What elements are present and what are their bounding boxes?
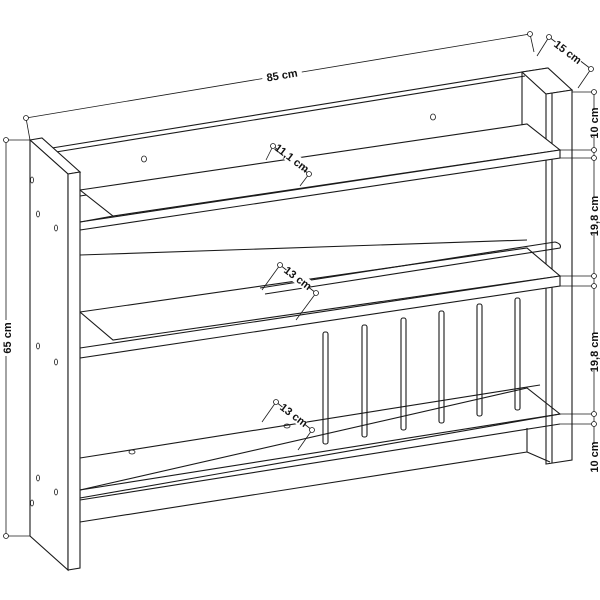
top-section-label: 10 cm bbox=[589, 107, 600, 138]
height-label: 65 cm bbox=[2, 322, 14, 353]
dimension-chain-right: 10 cm 19,8 cm 19,8 cm 10 cm bbox=[560, 89, 600, 473]
dowel-rods bbox=[322, 297, 521, 445]
screw-hole bbox=[128, 449, 136, 455]
dimension-height: 65 cm bbox=[0, 137, 30, 539]
bottom-shelf bbox=[79, 384, 562, 523]
width-label: 85 cm bbox=[266, 67, 299, 84]
screw-hole bbox=[36, 210, 40, 218]
screw-hole bbox=[30, 499, 34, 507]
dowel-rod bbox=[438, 310, 445, 424]
mounting-hole-right bbox=[430, 113, 436, 121]
mounting-hole-left bbox=[141, 155, 147, 163]
bottom-section-label: 10 cm bbox=[589, 441, 600, 472]
depth-label: 15 cm bbox=[551, 39, 583, 67]
dowel-rod bbox=[322, 331, 329, 445]
dowel-rod bbox=[361, 324, 368, 438]
screw-hole bbox=[54, 358, 58, 366]
dowel-rod bbox=[514, 297, 521, 411]
upper-gap-label: 19,8 cm bbox=[589, 196, 600, 237]
left-side-panel bbox=[28, 137, 82, 572]
screw-hole bbox=[54, 488, 58, 496]
dowel-rod bbox=[400, 317, 407, 431]
dimension-width: 85 cm bbox=[23, 31, 535, 141]
lower-gap-label: 19,8 cm bbox=[589, 332, 600, 373]
top-shelf bbox=[78, 123, 562, 231]
screw-hole bbox=[54, 224, 58, 232]
screw-hole bbox=[36, 474, 40, 482]
screw-hole bbox=[283, 423, 291, 429]
front-rail bbox=[259, 241, 561, 295]
screw-hole bbox=[30, 176, 34, 184]
middle-shelf bbox=[78, 239, 562, 359]
dowel-rod bbox=[476, 303, 483, 417]
screw-hole bbox=[36, 342, 40, 350]
